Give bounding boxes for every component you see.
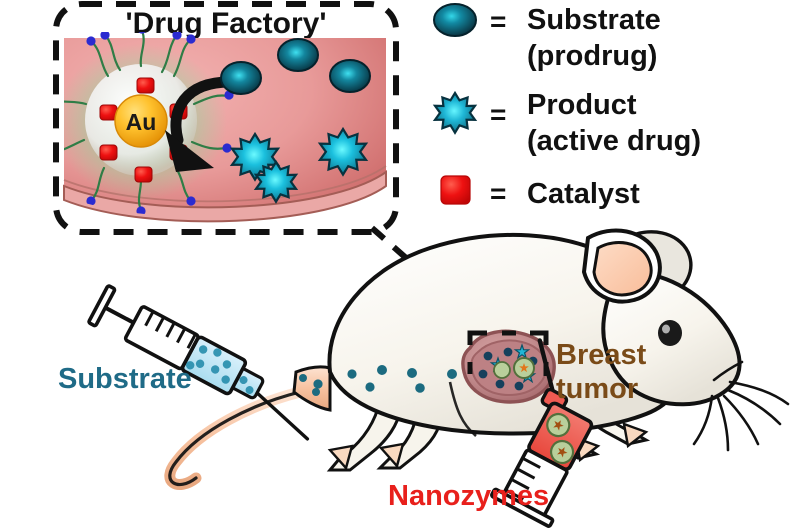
legend-equals-3: =: [490, 178, 506, 209]
breast-tumor-label-line1: Breast: [556, 339, 647, 371]
mouse-near-ear-inner: [592, 241, 653, 297]
legend-item-product: = Product (active drug): [432, 89, 701, 157]
nanozyme-plunger-flange: [490, 487, 555, 528]
drug-factory-panel: 'Drug Factory': [53, 1, 399, 235]
tumor-substrate-dots: [478, 347, 538, 391]
legend-label-catalyst: Catalyst: [527, 178, 640, 210]
drug-factory-title: 'Drug Factory': [126, 7, 327, 40]
tail-base-substrate-dots: [299, 374, 320, 396]
gold-core-label: Au: [126, 109, 157, 135]
legend-equals-1: =: [490, 6, 506, 37]
mouse-tail: [164, 386, 306, 490]
hind-paw-pads: [327, 442, 405, 471]
legend-equals-2: =: [490, 99, 506, 130]
mouse-belly-line: [448, 381, 477, 437]
nanozyme-syringe: [490, 338, 594, 528]
legend-label-substrate-line2: (prodrug): [527, 40, 657, 72]
drug-factory-dashed-border: [53, 1, 399, 235]
mouse-eye: [658, 320, 682, 346]
catalyst-square-icon: [440, 175, 471, 205]
nanozymes-label: Nanozymes: [388, 480, 549, 512]
substrate-ellipse-icon: [433, 3, 477, 37]
tumor-nanozyme-particles: [493, 357, 535, 379]
breast-tumor: [461, 329, 556, 404]
mouse-illustration: [87, 228, 790, 528]
cell-interior: Au: [63, 32, 387, 223]
legend-label-substrate-line1: Substrate: [527, 4, 661, 36]
product-star-icon: [432, 90, 478, 135]
gold-core: [114, 94, 168, 148]
mouse-whiskers: [692, 360, 790, 452]
legend-item-catalyst: = Catalyst: [440, 175, 640, 210]
nanozyme-syringe-particles: [546, 412, 575, 465]
legend-item-substrate: = Substrate (prodrug): [433, 3, 661, 72]
nanozyme-graduations: [504, 456, 541, 501]
substrate-plunger-rod: [104, 305, 135, 325]
substrate-graduations: [144, 310, 197, 349]
breast-tumor-label-line2: tumor: [556, 373, 638, 405]
substrate-syringe: [87, 284, 310, 441]
legend-label-product-line2: (active drug): [527, 125, 701, 157]
substrate-particles-in-cell: [220, 38, 371, 95]
substrate-barrel-empty: [123, 305, 200, 371]
tail-base: [292, 365, 332, 412]
conversion-arrow: [165, 76, 236, 172]
legend-label-product-line1: Product: [527, 89, 637, 121]
legend: = Substrate (prodrug) = Product (active …: [432, 3, 701, 210]
polymer-terminals: [86, 32, 234, 216]
mouse-tail-outline: [168, 390, 302, 487]
mouse-eye-highlight: [662, 324, 670, 334]
substrate-needle: [252, 388, 310, 441]
product-particles-in-cell: [229, 126, 369, 204]
substrate-syringe-particles: [186, 345, 254, 395]
substrate-label: Substrate: [58, 363, 192, 395]
substrate-plunger-flange: [87, 284, 117, 328]
